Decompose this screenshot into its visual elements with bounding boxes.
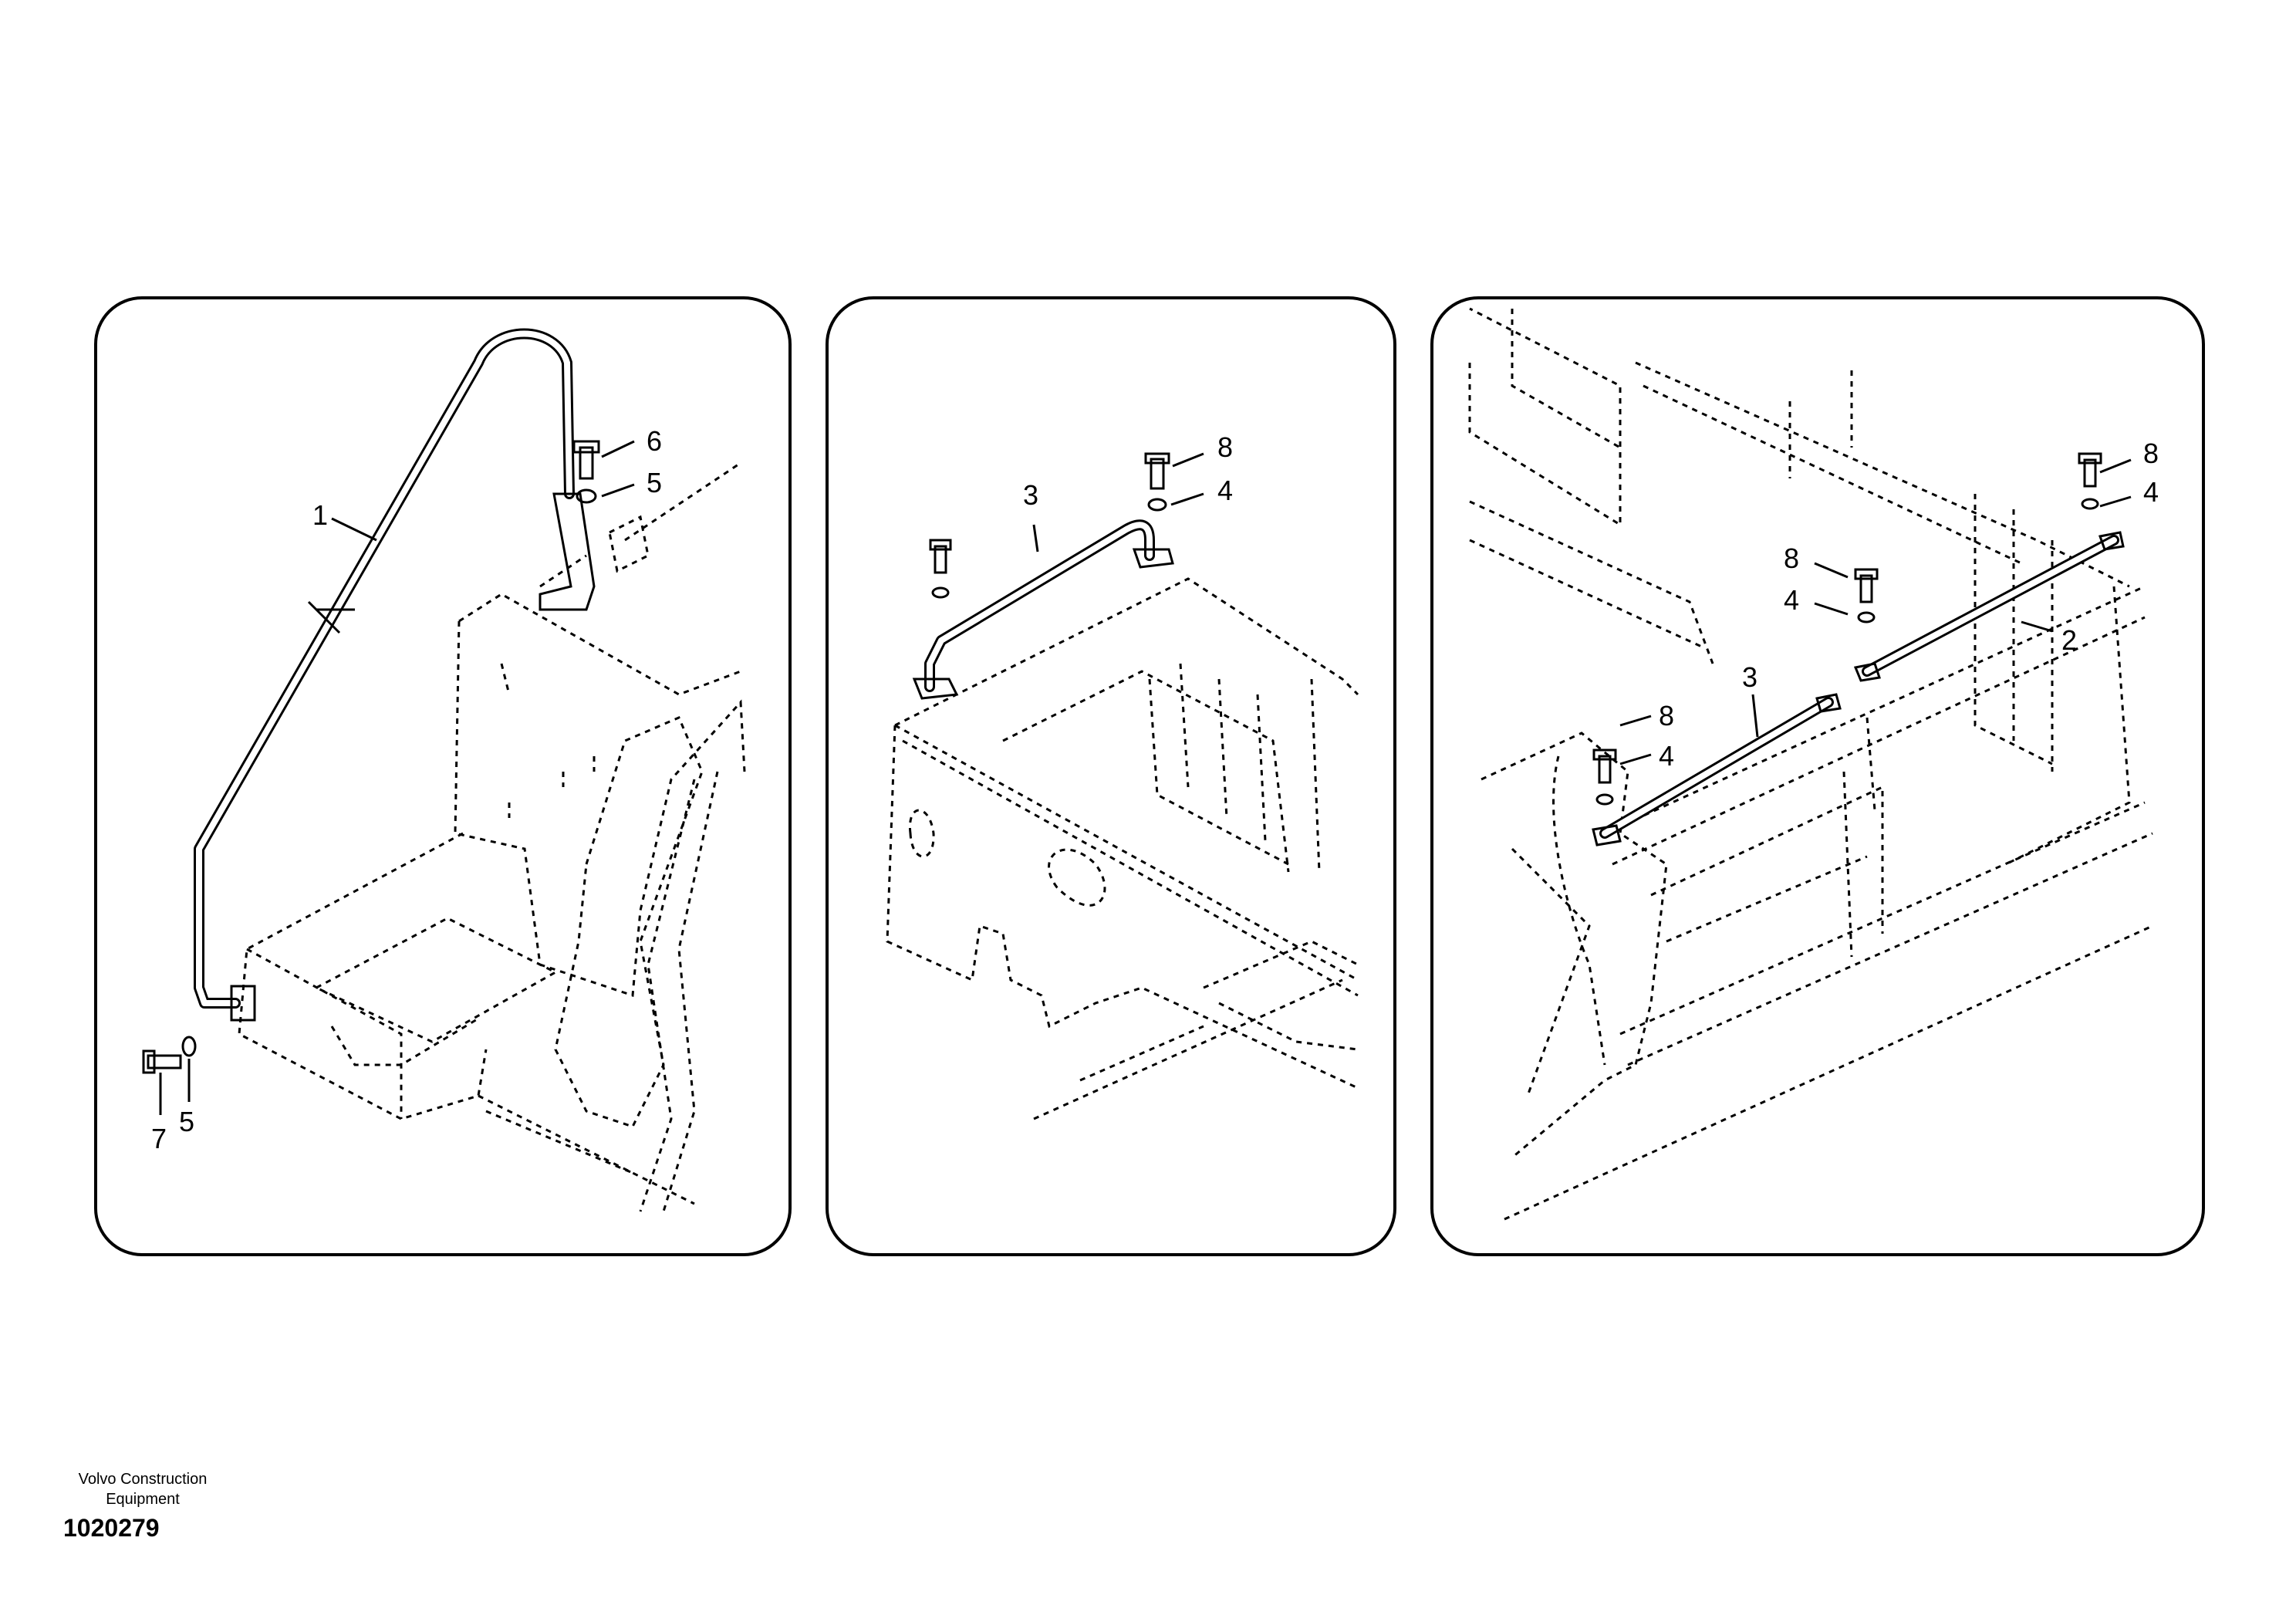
drawing-number: 1020279 bbox=[63, 1514, 160, 1542]
callout-8-right-center: 8 bbox=[1784, 542, 1799, 574]
callout-4-middle: 4 bbox=[1217, 475, 1233, 506]
hardware-left bbox=[142, 440, 600, 1074]
callout-5-top: 5 bbox=[647, 467, 662, 498]
panel-middle-frame bbox=[826, 296, 1396, 1256]
panel-left-structure bbox=[238, 461, 746, 1212]
handrail-3-right bbox=[1592, 693, 1842, 846]
callout-2-right: 2 bbox=[2061, 624, 2077, 656]
company-name-line2: Equipment bbox=[106, 1491, 180, 1508]
callout-8-right-top: 8 bbox=[2143, 438, 2159, 469]
panel-left: 1 6 5 7 5 bbox=[94, 296, 792, 1256]
callout-5-bottom: 5 bbox=[179, 1106, 194, 1137]
callout-3-middle: 3 bbox=[1023, 479, 1038, 511]
callout-8-middle: 8 bbox=[1217, 431, 1233, 463]
callout-4-right-center: 4 bbox=[1784, 584, 1799, 616]
panel-middle-structure bbox=[886, 577, 1359, 1120]
hardware-right bbox=[1592, 452, 2102, 806]
callout-8-right-left: 8 bbox=[1659, 700, 1674, 732]
leaders-right bbox=[1619, 458, 2132, 765]
handrail-1 bbox=[194, 328, 596, 1022]
company-name-line1: Volvo Construction bbox=[78, 1471, 208, 1488]
callout-4-right-top: 4 bbox=[2143, 476, 2159, 508]
callout-6: 6 bbox=[647, 425, 662, 457]
callout-1: 1 bbox=[312, 499, 328, 531]
panel-right-structure bbox=[1468, 307, 2153, 1221]
company-name: Volvo Construction Equipment bbox=[54, 1469, 231, 1509]
panel-left-frame bbox=[94, 296, 792, 1256]
leaders-middle bbox=[1032, 452, 1204, 552]
panel-right-frame bbox=[1430, 296, 2205, 1256]
callout-7: 7 bbox=[151, 1123, 167, 1154]
callout-4-right-left: 4 bbox=[1659, 740, 1674, 772]
handrail-2-right bbox=[1853, 531, 2125, 682]
hardware-middle bbox=[929, 452, 1170, 599]
panel-right: 8 4 8 4 3 2 8 4 bbox=[1430, 296, 2205, 1256]
leaders-left bbox=[159, 440, 635, 1115]
panel-middle: 3 8 4 bbox=[826, 296, 1396, 1256]
handrail-3-middle bbox=[912, 519, 1174, 700]
callout-3-right: 3 bbox=[1742, 661, 1757, 693]
